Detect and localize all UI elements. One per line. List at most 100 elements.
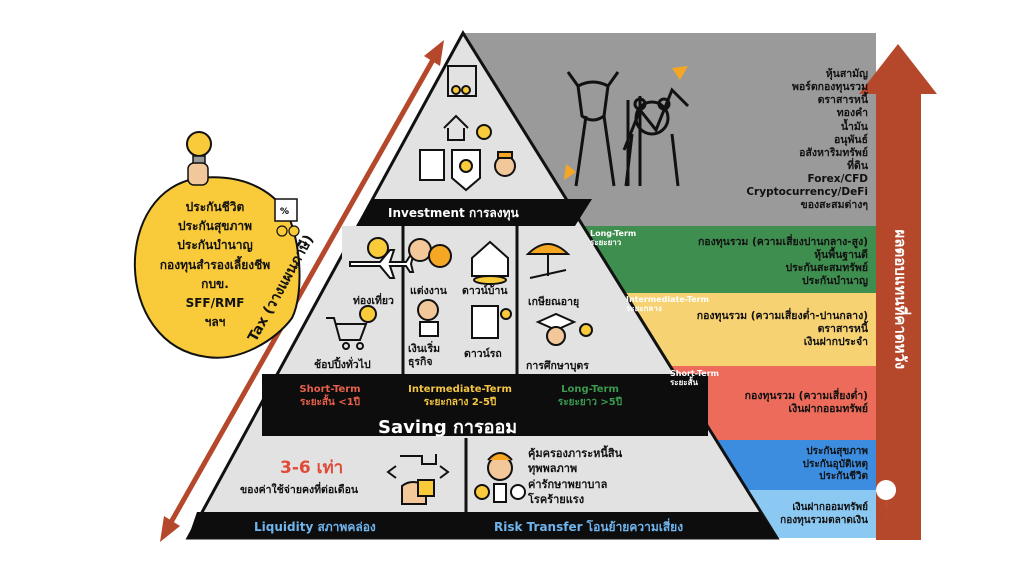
long-term-band-label: Long-Term ระยะยาว [590, 229, 637, 248]
graduate-icon [535, 312, 577, 332]
term-long: Long-Term ระยะยาว >5ปี [550, 384, 630, 409]
band-label-en: Short-Term [670, 369, 719, 378]
short-term-items: กองทุนรวม (ความเสี่ยงต่ำ) เงินฝากออมทรัพ… [745, 390, 868, 416]
asset-item: ของสะสมต่างๆ [800, 199, 868, 212]
band-item: กองทุนรวม (ความเสี่ยงต่ำ-ปานกลาง) [696, 310, 868, 322]
saving-lower-bar [262, 374, 708, 436]
band-long-term [575, 226, 876, 293]
band-item: ประกันสะสมทรัพย์ [785, 262, 869, 275]
asset-item: พอร์ตกองทุนรวม [791, 81, 868, 94]
band-item: ประกันสุขภาพ [806, 446, 868, 457]
goal-education: การศึกษาบุตร [526, 360, 589, 372]
term-intermediate: Intermediate-Term ระยะกลาง 2-5ปี [405, 384, 515, 409]
band-item: ประกันอุบัติเหตุ [802, 458, 868, 470]
intermediate-term-band-label: Intermediate-Term ระยะกลาง [626, 295, 709, 314]
couple-icon [408, 238, 432, 262]
down-trend-arrow-icon [564, 164, 576, 180]
investment-bar [356, 199, 592, 226]
left-arrow-head-bottom [160, 516, 180, 542]
businessman-icon [417, 299, 439, 321]
saving-bar-label: Saving การออม [378, 417, 518, 438]
right-vertical-arrow [859, 44, 937, 540]
asset-item: อนุพันธ์ [834, 133, 868, 146]
band-item: เงินฝากออมทรัพย์ [792, 502, 868, 513]
insurance-items: ประกันสุขภาพ ประกันอุบัติเหตุ ประกันชีวิ… [803, 446, 868, 484]
tax-item: SFF/RMF [185, 295, 245, 310]
goal-car-down: ดาวน์รถ [464, 348, 502, 360]
location-pin-icon [876, 480, 897, 528]
goal-house-down: ดาวน์บ้าน [462, 285, 508, 297]
tax-item: ฯลฯ [204, 315, 226, 330]
tax-item-list: ประกันชีวิต ประกันสุขภาพ ประกันบำนาญ กอง… [140, 198, 290, 332]
term-en: Short-Term [299, 384, 361, 395]
car-document-icon [471, 305, 499, 339]
band-item: ประกันชีวิต [819, 471, 868, 482]
band-item: เงินฝากประจำ [803, 336, 868, 349]
band-item: กองทุนรวม (ความเสี่ยงปานกลาง-สูง) [697, 236, 868, 248]
investment-asset-list: หุ้นสามัญ พอร์ตกองทุนรวม ตราสารหนี้ ทองค… [746, 68, 868, 212]
band-item: กองทุนรวมตลาดเงิน [780, 514, 868, 526]
saving-icons [326, 237, 593, 350]
long-term-items: กองทุนรวม (ความเสี่ยงปานกลาง-สูง) หุ้นพื… [698, 236, 868, 289]
tax-item: ประกันบำนาญ [177, 238, 253, 253]
bottom-bar [188, 512, 777, 538]
band-short-term [669, 366, 876, 440]
band-item: เงินฝากออมทรัพย์ [788, 403, 868, 416]
tax-item: ประกันสุขภาพ [177, 219, 253, 234]
beach-umbrella-icon [525, 243, 571, 276]
liquidity-headline: 3-6 เท่า [280, 458, 344, 478]
risk-item: ทุพพลภาพ [528, 462, 578, 476]
asset-item: ทองคำ [836, 107, 868, 120]
band-label-th: ระยะยาว [590, 237, 622, 247]
goal-wedding: แต่งงาน [410, 285, 447, 297]
investment-bar-label: Investment การลงทุน [388, 206, 519, 220]
tax-document-icon: % [274, 198, 300, 237]
risk-item: ค่ารักษาพยาบาล [528, 477, 608, 491]
risk-person-icon [474, 452, 526, 503]
intermediate-term-items: กองทุนรวม (ความเสี่ยงต่ำ-ปานกลาง) ตราสาร… [697, 310, 868, 349]
svg-text:%: % [280, 207, 289, 217]
liquidity-bar-label: Liquidity สภาพคล่อง [254, 520, 376, 534]
coin-icon [359, 305, 377, 323]
band-item: ประกันบำนาญ [801, 275, 868, 288]
asset-item: หุ้นสามัญ [825, 68, 868, 80]
band-intermediate-term [622, 293, 876, 366]
band-item: ตราสารหนี้ [817, 323, 868, 336]
band-label-th: ระยะสั้น [670, 377, 698, 387]
bull-bear-icon [566, 71, 690, 187]
liquidity-sub: ของค่าใช้จ่ายคงที่ต่อเดือน [240, 484, 359, 496]
asset-item: Forex/CFD [807, 173, 868, 185]
up-trend-arrow-icon [672, 66, 688, 80]
globe-icon [367, 237, 389, 259]
goal-shopping: ช้อปปิ้งทั่วไป [314, 359, 371, 371]
asset-item: ตราสารหนี้ [817, 94, 868, 107]
goal-business: เงินเริ่มธุรกิจ [408, 343, 441, 369]
left-arrow-head-top [424, 40, 444, 66]
tax-item: กองทุนสำรองเลี้ยงชีพ [159, 257, 271, 272]
band-label-en: Long-Term [590, 229, 637, 238]
asset-item: Cryptocurrency/DeFi [746, 186, 868, 199]
band-label-en: Intermediate-Term [626, 295, 709, 304]
airplane-icon [349, 249, 415, 279]
band-insurance [716, 440, 876, 490]
asset-item: น้ำมัน [840, 120, 868, 133]
house-bitcoin-icon [471, 240, 509, 277]
expected-return-label: ผลตอบแทนที่คาดหวัง [891, 229, 910, 370]
risk-item: คุ้มครองภาระหนี้สิน [528, 447, 623, 460]
faucet-money-icon [386, 454, 450, 505]
cash-items: เงินฝากออมทรัพย์ กองทุนรวมตลาดเงิน [780, 502, 868, 527]
band-item: กองทุนรวม (ความเสี่ยงต่ำ) [744, 390, 868, 402]
tax-item: ประกันชีวิต [185, 200, 245, 214]
investment-icons [419, 65, 516, 192]
left-diagonal-arrow [167, 56, 437, 526]
term-th: ระยะกลาง 2-5ปี [423, 396, 497, 408]
band-cash [747, 490, 876, 538]
asset-item: ที่ดิน [847, 159, 868, 172]
band-item: หุ้นพื้นฐานดี [814, 249, 868, 262]
asset-item: อสังหาริมทรัพย์ [799, 146, 868, 159]
term-short: Short-Term ระยะสั้น <1ปี [290, 384, 370, 409]
tax-item: กบข. [201, 276, 229, 291]
band-label-th: ระยะกลาง [626, 303, 662, 313]
term-th: ระยะสั้น <1ปี [299, 396, 361, 408]
